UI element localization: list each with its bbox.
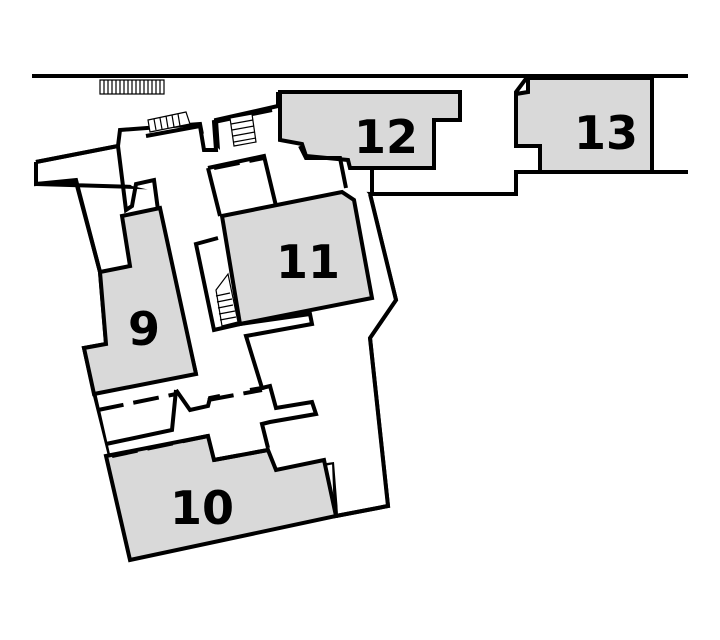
- partition-lower-corridor: [105, 389, 178, 446]
- room-10-label: 10: [170, 481, 234, 535]
- room-13[interactable]: [514, 76, 654, 174]
- partition-near-12: [298, 145, 348, 189]
- corridor-wall-east: [335, 193, 399, 518]
- room-12[interactable]: [278, 90, 462, 170]
- room-9[interactable]: [81, 205, 199, 397]
- dashed-wall-south: [111, 434, 209, 458]
- dashed-wall-north: [213, 156, 265, 170]
- stair-icon: [99, 79, 165, 95]
- corridor-wall-west: [35, 143, 198, 375]
- room-11-label: 11: [276, 235, 340, 289]
- stair-icon: [215, 272, 239, 327]
- partition-lower-11: [239, 311, 315, 392]
- stair-icon: [229, 113, 257, 147]
- corridor-wall-left-arm: [34, 162, 102, 273]
- room-12-label: 12: [354, 110, 418, 164]
- dashed-wall-central: [213, 448, 269, 462]
- room-10[interactable]: [103, 433, 339, 563]
- partition-small-room-west: [206, 167, 222, 217]
- dashed-wall-mid: [207, 388, 263, 402]
- corridor-wall-north: [145, 108, 273, 152]
- room-11[interactable]: [219, 189, 375, 327]
- partition-central: [259, 383, 319, 449]
- room-9-label: 9: [128, 302, 160, 356]
- stair-icon: [147, 111, 191, 133]
- partition-stair-well: [193, 236, 241, 333]
- dashed-wall-west: [97, 392, 177, 412]
- room-13-label: 13: [574, 106, 638, 160]
